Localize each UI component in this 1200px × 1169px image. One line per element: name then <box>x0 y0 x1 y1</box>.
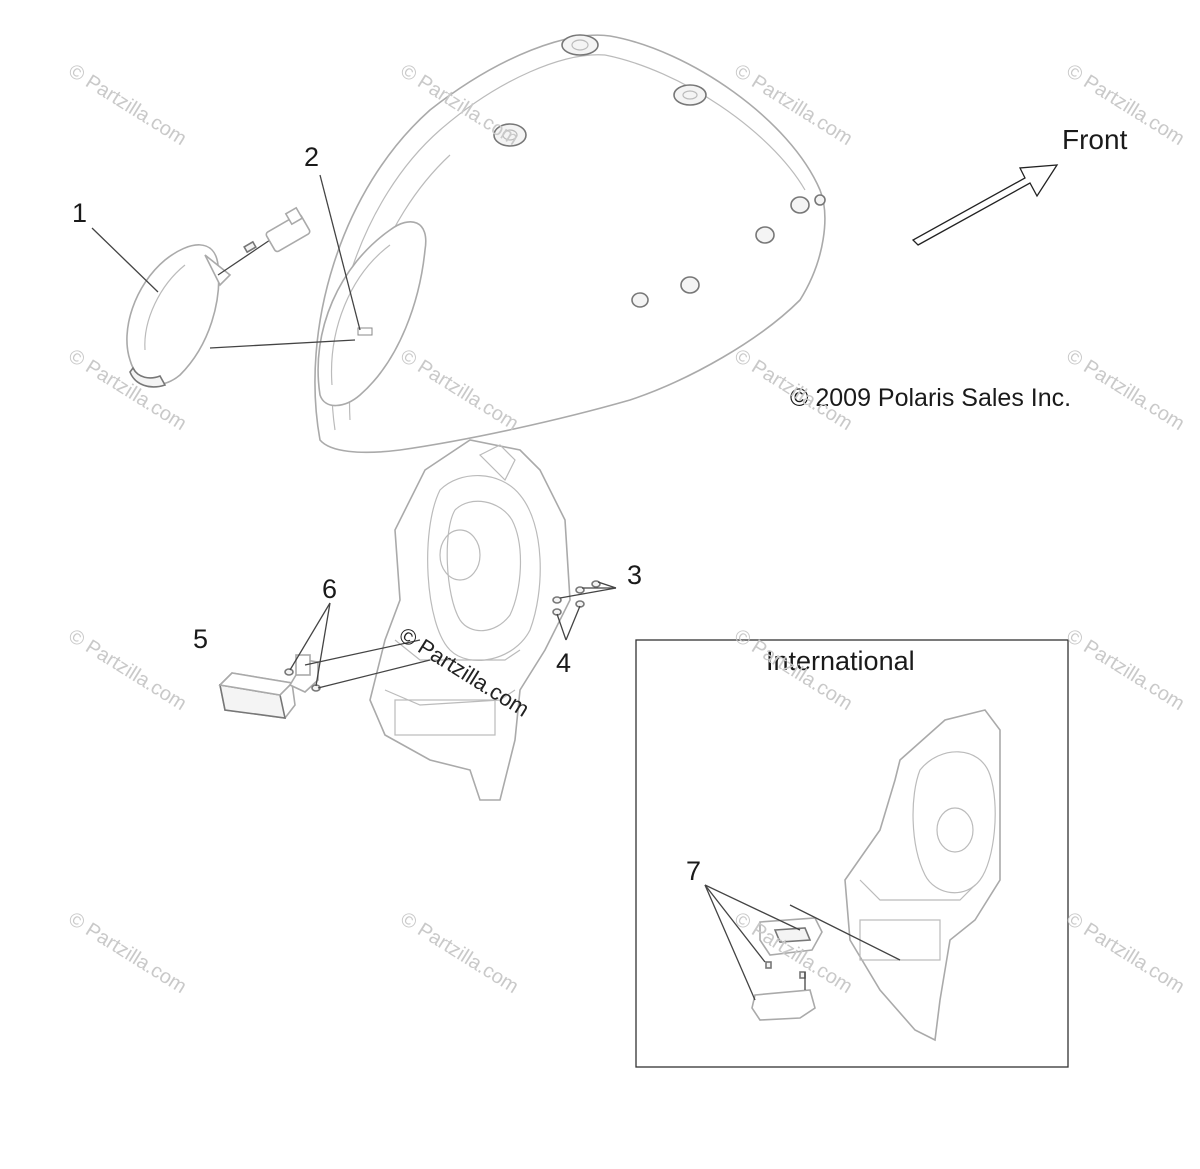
license-light <box>218 654 319 719</box>
callout-2: 2 <box>304 142 320 172</box>
international-box <box>635 639 1069 1068</box>
callout-4: 4 <box>556 648 572 678</box>
international-title: International <box>766 646 915 676</box>
leader-lines <box>91 174 901 1001</box>
intl-light <box>751 917 823 1021</box>
international-bracket <box>844 709 1001 1042</box>
callout-7: 7 <box>686 856 702 886</box>
marker-light-assembly <box>126 206 311 388</box>
license-bracket <box>369 439 571 801</box>
front-label: Front <box>1062 124 1128 155</box>
rear-fender <box>314 34 826 454</box>
callout-5: 5 <box>193 624 209 654</box>
callout-1: 1 <box>72 198 88 228</box>
front-arrow <box>911 164 1059 246</box>
callout-3: 3 <box>627 560 643 590</box>
callout-6: 6 <box>322 574 338 604</box>
copyright-text: © 2009 Polaris Sales Inc. <box>790 384 1072 412</box>
